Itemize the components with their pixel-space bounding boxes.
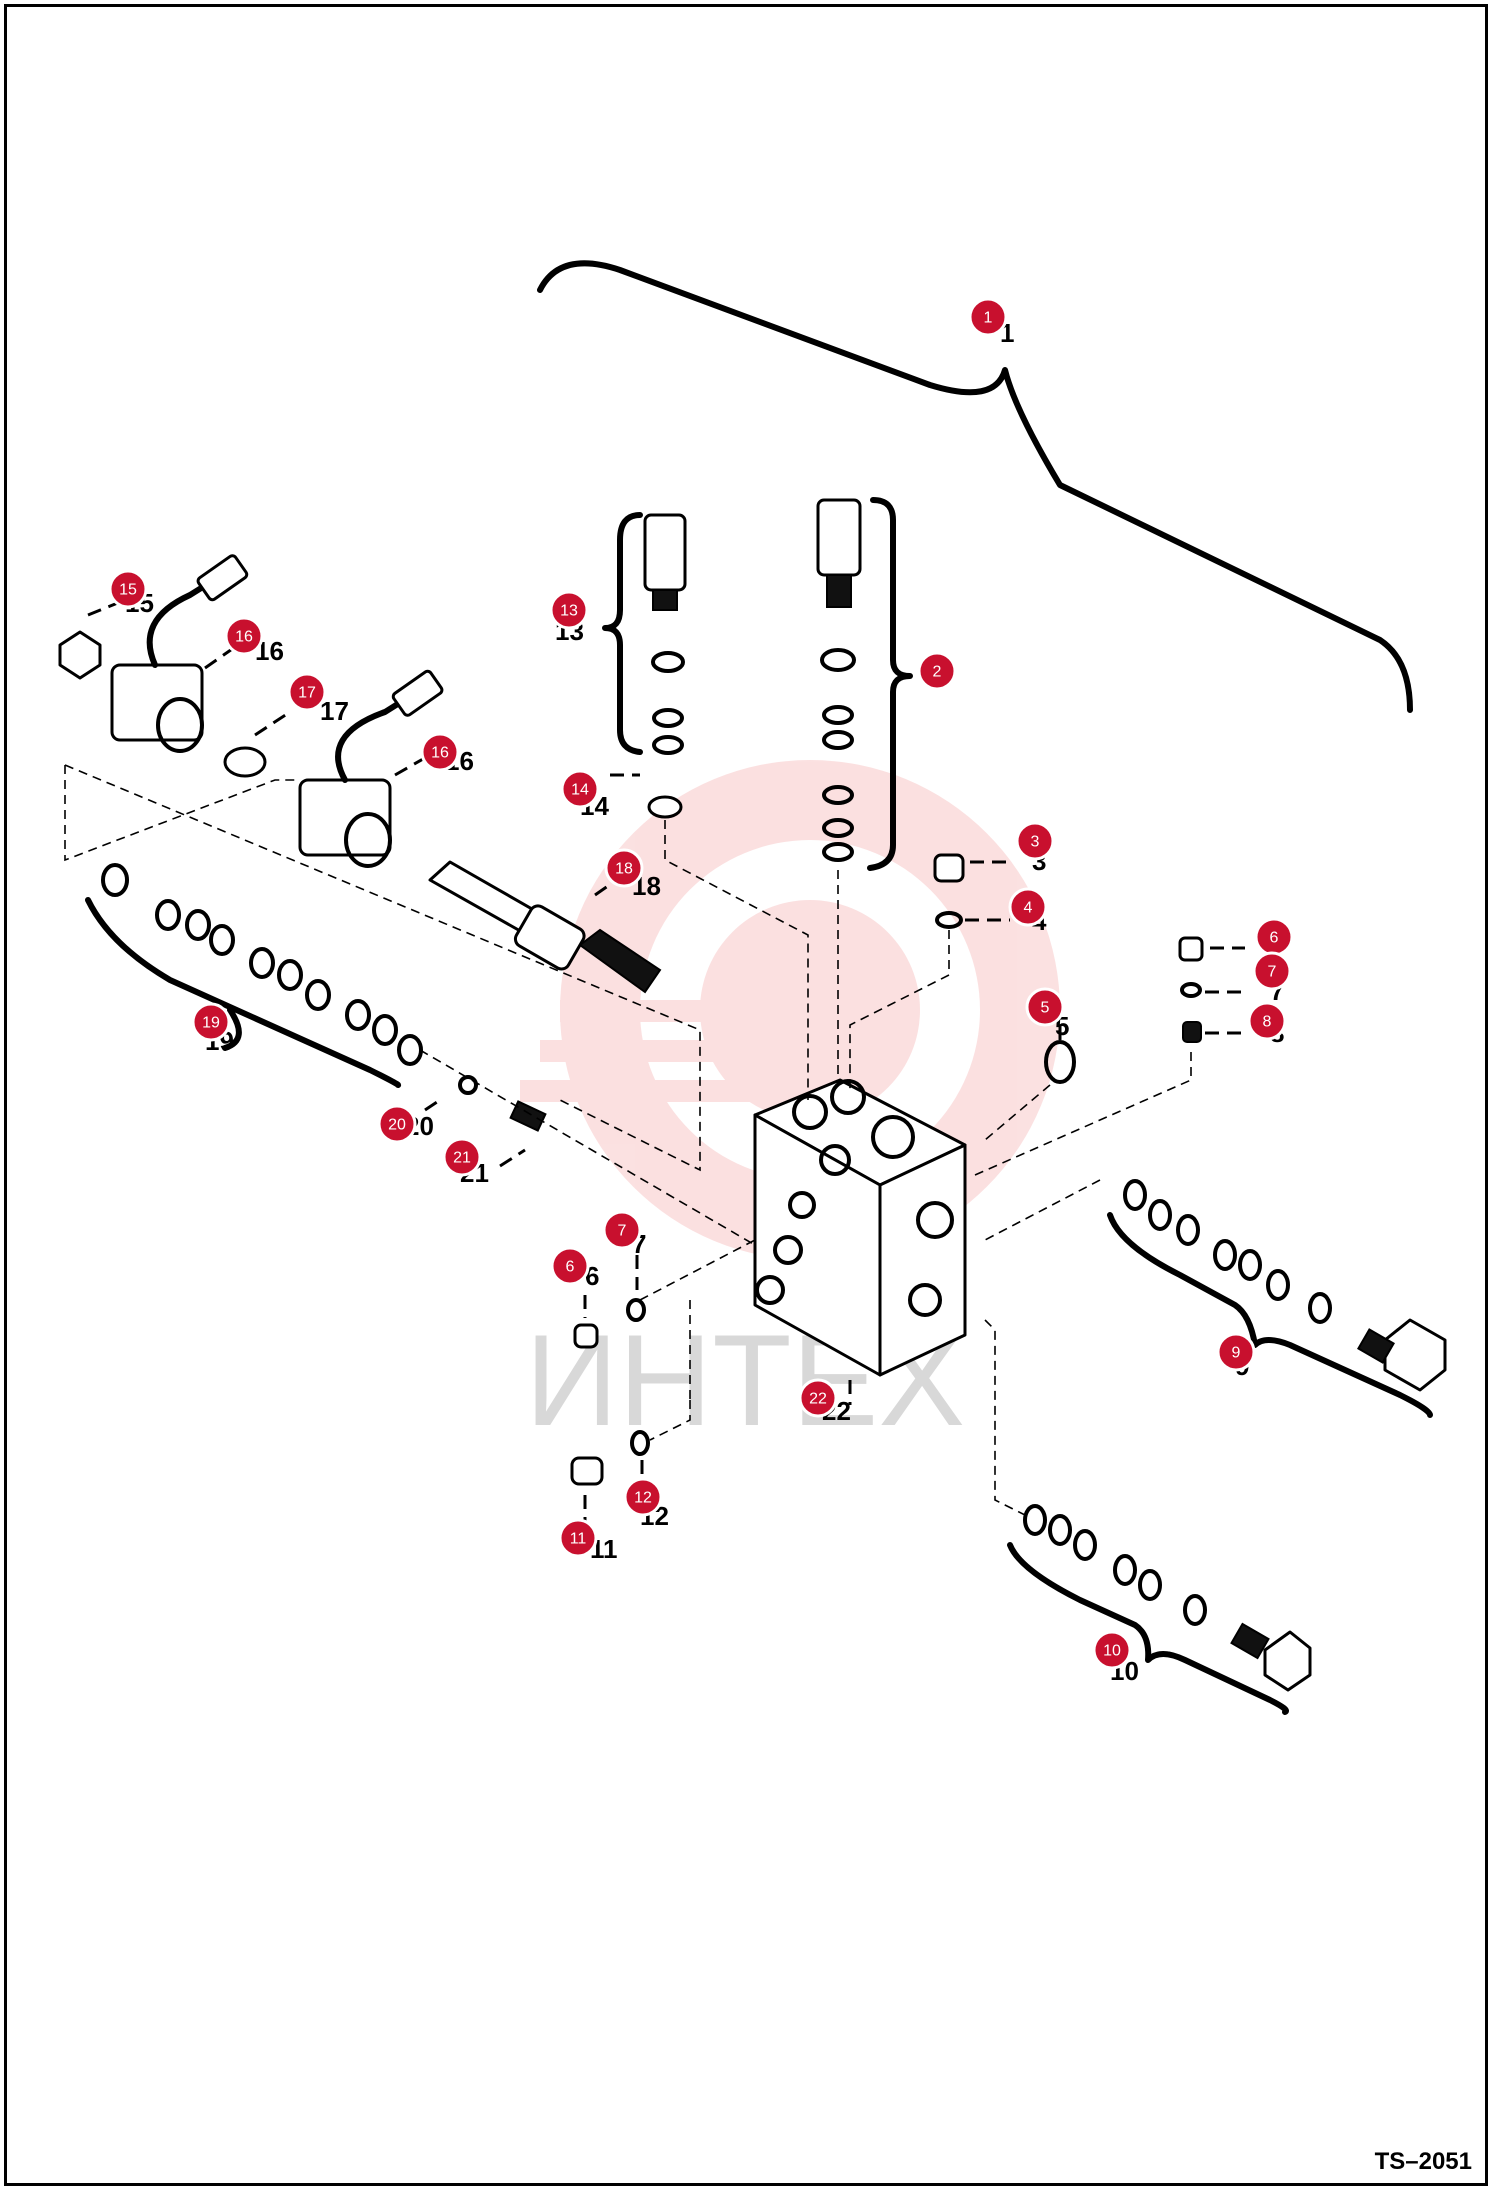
callout-14[interactable]: 14 xyxy=(560,769,600,809)
drawing-frame xyxy=(4,4,1488,2186)
callout-20[interactable]: 20 xyxy=(377,1104,417,1144)
callout-11[interactable]: 11 xyxy=(558,1518,598,1558)
callout-16-lower[interactable]: 16 xyxy=(420,732,460,772)
seal-kit-9 xyxy=(1123,1179,1447,1392)
brace-9 xyxy=(1107,1212,1433,1418)
callout-21[interactable]: 21 xyxy=(442,1137,482,1177)
callout-19[interactable]: 19 xyxy=(191,1002,231,1042)
o-ring-12 xyxy=(630,1430,650,1456)
solenoid-coil-2 xyxy=(298,669,444,868)
callout-13[interactable]: 13 xyxy=(549,590,589,630)
plug-6-left xyxy=(573,1323,599,1349)
callout-17[interactable]: 17 xyxy=(287,672,327,712)
brace-2 xyxy=(867,497,913,871)
callout-12[interactable]: 12 xyxy=(623,1477,663,1517)
svg-text:17: 17 xyxy=(320,696,349,726)
screen-8 xyxy=(1182,1021,1202,1043)
callout-6-right[interactable]: 6 xyxy=(1254,917,1294,957)
brace-10 xyxy=(1007,1542,1289,1715)
valve-manifold-block xyxy=(753,1078,967,1377)
callout-10[interactable]: 10 xyxy=(1092,1630,1132,1670)
callout-8[interactable]: 8 xyxy=(1247,1001,1287,1041)
brace-19-tip xyxy=(222,1007,242,1051)
cartridge-valve-left xyxy=(643,513,687,755)
orifice-plug xyxy=(647,795,683,819)
seal-kit-19 xyxy=(101,863,423,1066)
seal-kit-10 xyxy=(1023,1504,1312,1692)
plug-3 xyxy=(933,853,965,883)
o-ring-7-right xyxy=(1180,982,1202,998)
spring-21 xyxy=(509,1100,547,1132)
callout-1[interactable]: 1 xyxy=(968,297,1008,337)
spool-valve xyxy=(428,860,662,994)
o-ring-4 xyxy=(935,911,963,929)
plug-6-right xyxy=(1178,936,1204,962)
callout-7-left[interactable]: 7 xyxy=(602,1210,642,1250)
o-ring-7-left xyxy=(626,1298,646,1322)
callout-7-right[interactable]: 7 xyxy=(1252,951,1292,991)
callout-22[interactable]: 22 xyxy=(798,1378,838,1418)
callout-5[interactable]: 5 xyxy=(1025,987,1065,1027)
brace-13 xyxy=(602,512,643,755)
brace-19 xyxy=(85,897,402,1088)
callout-2[interactable]: 2 xyxy=(917,651,957,691)
solenoid-coil-1 xyxy=(58,554,267,778)
callout-9[interactable]: 9 xyxy=(1216,1332,1256,1372)
drawing-number: TS–2051 xyxy=(1374,2148,1472,2175)
leader-lines xyxy=(87,598,1245,1525)
callout-3[interactable]: 3 xyxy=(1015,821,1055,861)
o-ring-5 xyxy=(1044,1040,1076,1084)
callout-15[interactable]: 15 xyxy=(108,569,148,609)
plug-11 xyxy=(570,1456,604,1486)
callout-16-upper[interactable]: 16 xyxy=(224,616,264,656)
callout-6-left[interactable]: 6 xyxy=(550,1246,590,1286)
callout-4[interactable]: 4 xyxy=(1008,887,1048,927)
cartridge-valve-right xyxy=(816,498,862,862)
assembly-brace xyxy=(537,260,1413,713)
ball-20 xyxy=(458,1075,478,1095)
callout-18[interactable]: 18 xyxy=(604,848,644,888)
assembly-guide-lines xyxy=(64,764,1192,1516)
